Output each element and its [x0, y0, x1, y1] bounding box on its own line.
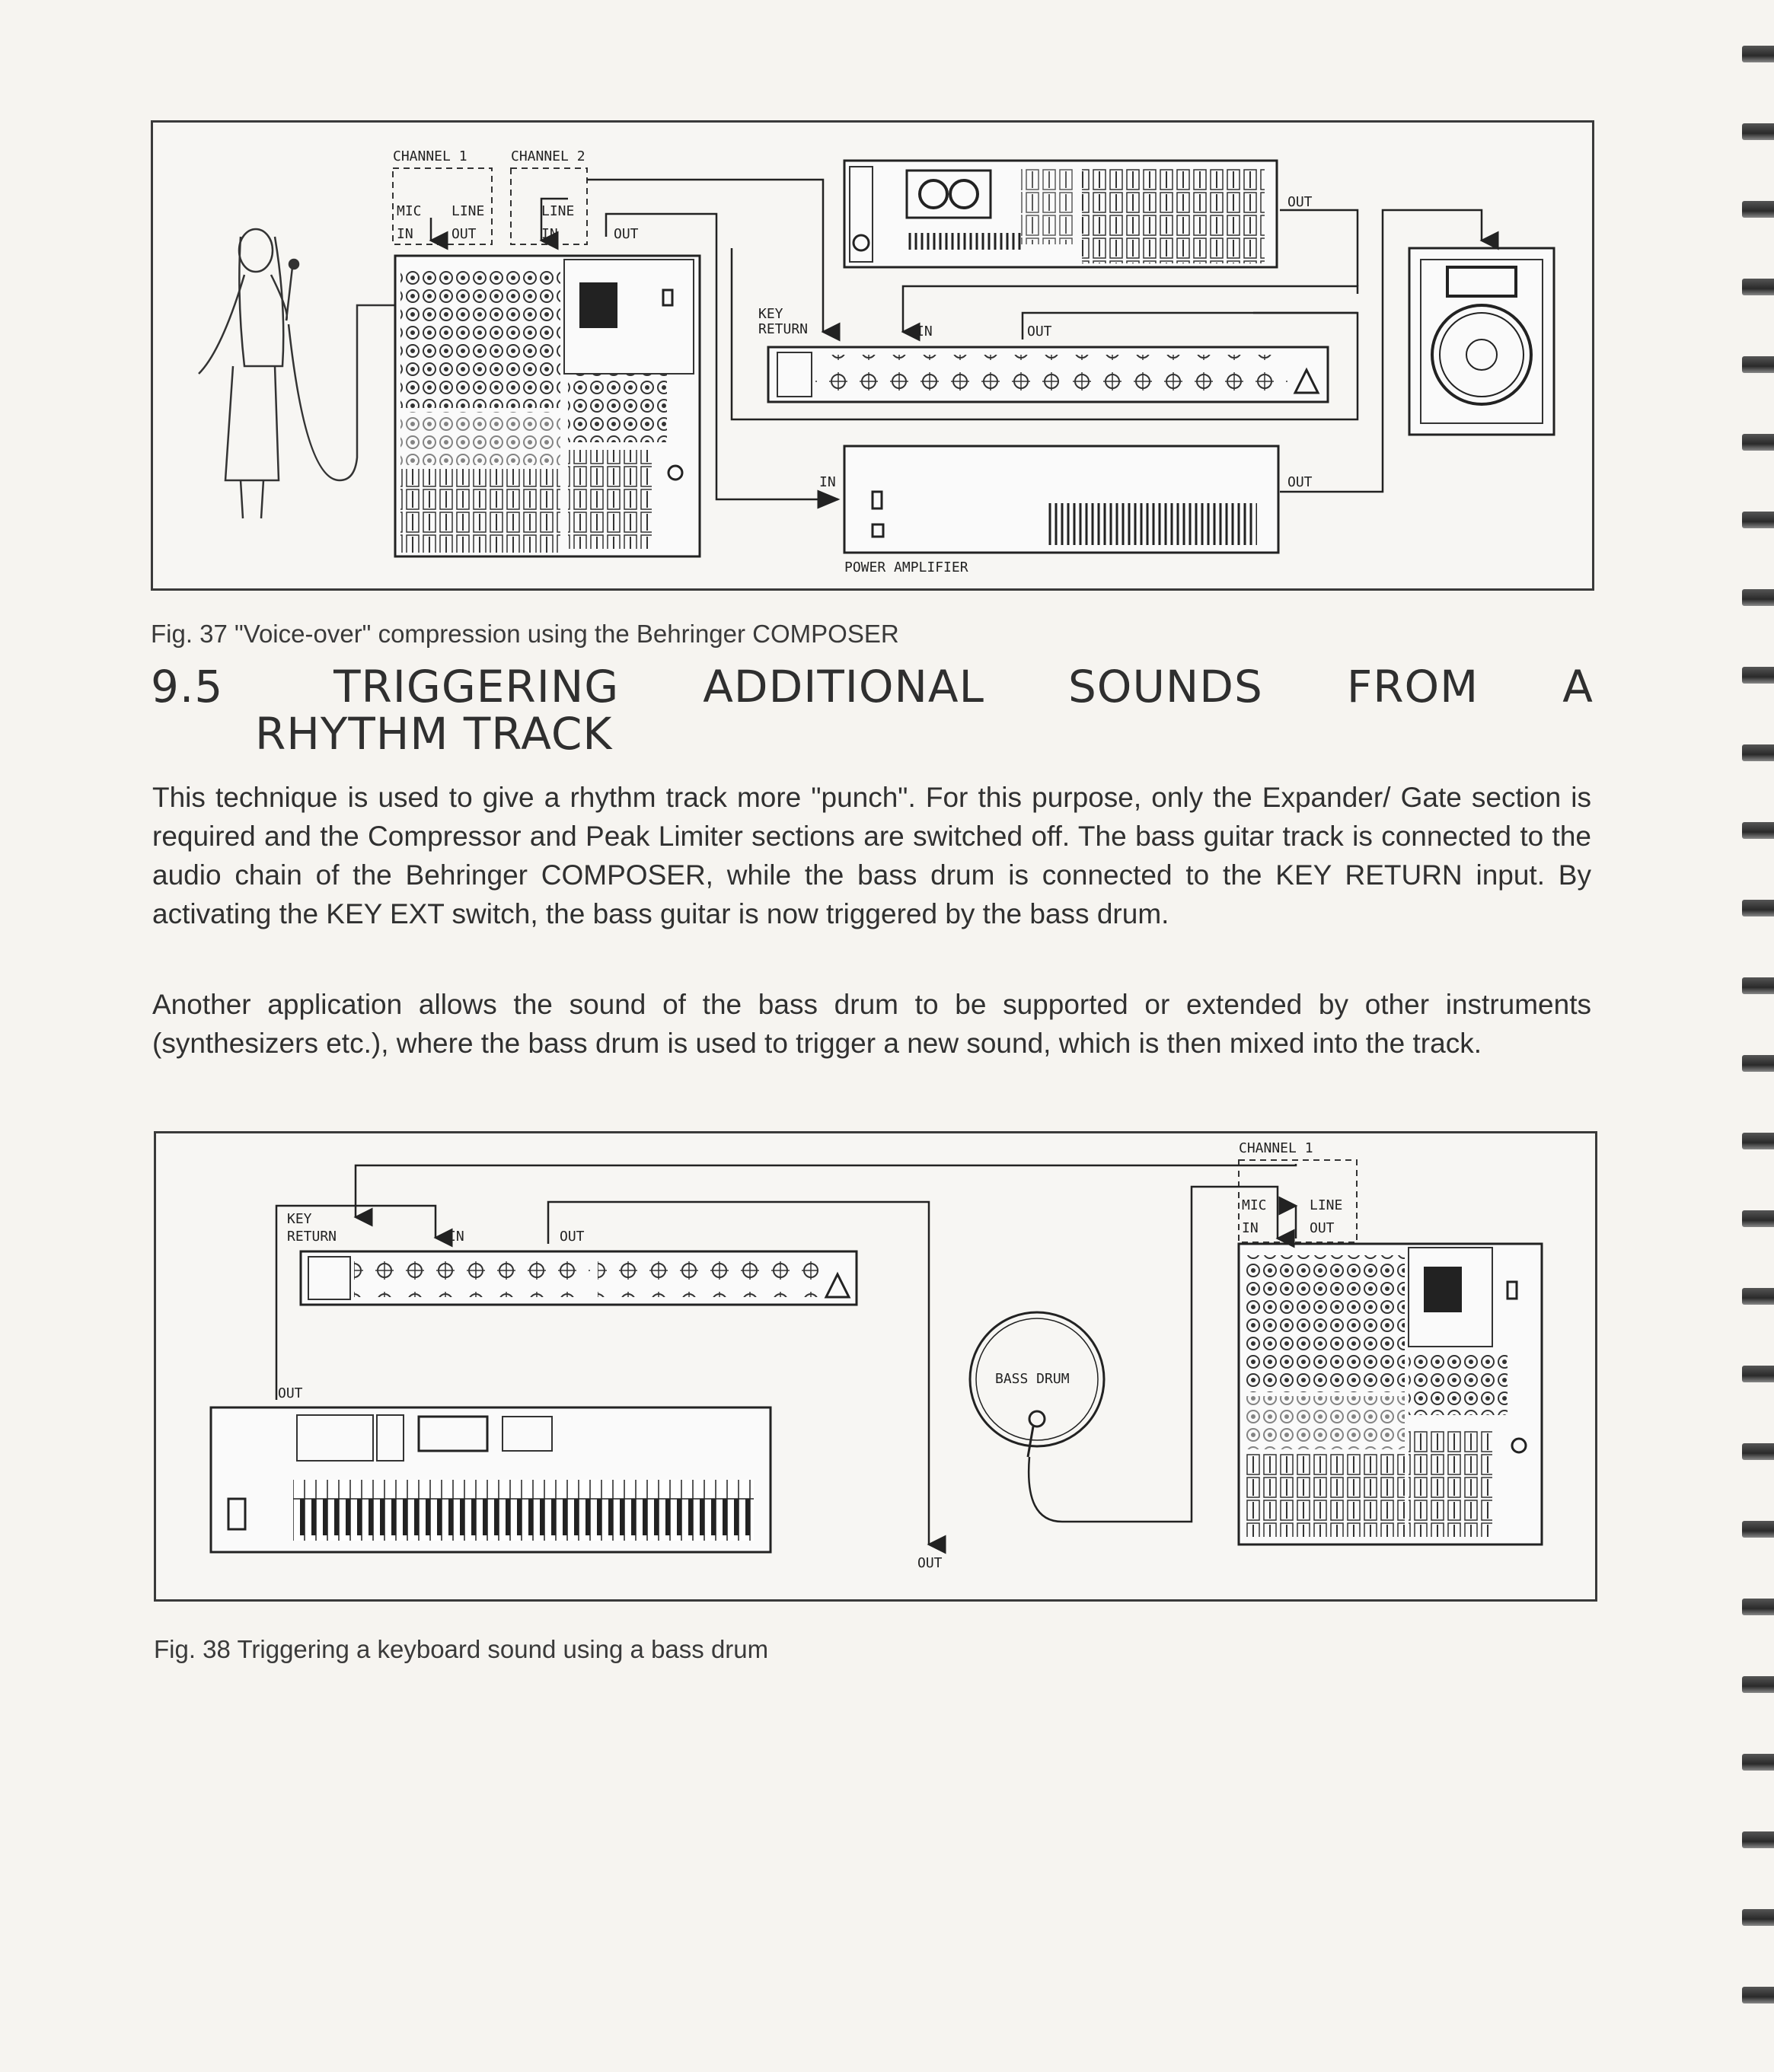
label-channel-2: CHANNEL 2 — [511, 148, 585, 164]
label-bass-drum: BASS DRUM — [995, 1371, 1070, 1387]
figure-38-caption: Fig. 38 Triggering a keyboard sound usin… — [154, 1635, 768, 1664]
label-line: LINE — [451, 203, 484, 219]
heading-word-3: SOUNDS — [1068, 661, 1263, 712]
speaker-cabinet — [1409, 248, 1554, 435]
mixer-console — [1239, 1244, 1542, 1544]
label-line-out: OUT — [451, 226, 477, 242]
label-mic-in: IN — [1242, 1220, 1259, 1236]
label-mic: MIC — [397, 203, 422, 219]
keyboard-synthesizer — [211, 1407, 771, 1552]
label-ch2-line: LINE — [541, 203, 574, 219]
label-return: RETURN — [287, 1229, 337, 1245]
label-ch2-in: IN — [541, 226, 558, 242]
section-heading: 9.5 TRIGGERING ADDITIONAL SOUNDS FROM A … — [151, 661, 1594, 760]
label-amp-in: IN — [819, 474, 836, 490]
heading-word-4: FROM — [1347, 661, 1479, 712]
figure-38-diagram: KEY RETURN IN OUT OUT BASS DRUM — [156, 1133, 1595, 1599]
heading-word-1: TRIGGERING — [333, 661, 619, 712]
label-line: LINE — [1310, 1197, 1342, 1213]
label-tape-out: OUT — [1287, 194, 1313, 210]
label-amp-out: OUT — [1287, 474, 1313, 490]
label-composer-in: IN — [448, 1229, 464, 1245]
figure-37-diagram: CHANNEL 1 CHANNEL 2 MIC IN LINE OUT LINE… — [153, 123, 1592, 588]
label-synth-out: OUT — [278, 1385, 303, 1401]
label-composer-in: IN — [916, 324, 933, 339]
label-channel-1: CHANNEL 1 — [393, 148, 467, 164]
label-out-bottom: OUT — [917, 1555, 943, 1571]
label-mic-in: IN — [397, 226, 413, 242]
label-ch2-out: OUT — [614, 226, 639, 242]
figure-37: CHANNEL 1 CHANNEL 2 MIC IN LINE OUT LINE… — [151, 120, 1594, 591]
heading-word-2: ADDITIONAL — [703, 661, 984, 712]
label-key: KEY — [287, 1211, 312, 1227]
label-channel-1: CHANNEL 1 — [1239, 1140, 1313, 1156]
composer-rack-unit — [768, 347, 1328, 402]
tape-recorder — [844, 161, 1277, 267]
label-key-return: RETURN — [758, 321, 808, 337]
heading-line-2: RHYTHM TRACK — [151, 708, 1594, 760]
figure-38: KEY RETURN IN OUT OUT BASS DRUM — [154, 1131, 1597, 1602]
label-mic: MIC — [1242, 1197, 1267, 1213]
label-power-amplifier: POWER AMPLIFIER — [844, 559, 968, 575]
mixer-console — [395, 256, 700, 556]
power-amplifier — [844, 446, 1278, 553]
label-key: KEY — [758, 306, 783, 322]
label-composer-out: OUT — [560, 1229, 585, 1245]
label-composer-out: OUT — [1027, 324, 1052, 339]
heading-word-5: A — [1562, 661, 1594, 712]
figure-37-caption: Fig. 37 "Voice-over" compression using t… — [151, 620, 899, 649]
composer-rack-unit — [301, 1251, 857, 1305]
paragraph-2: Another application allows the sound of … — [152, 985, 1591, 1063]
label-line-out: OUT — [1310, 1220, 1335, 1236]
paragraph-1: This technique is used to give a rhythm … — [152, 778, 1591, 933]
section-number: 9.5 — [151, 661, 250, 712]
